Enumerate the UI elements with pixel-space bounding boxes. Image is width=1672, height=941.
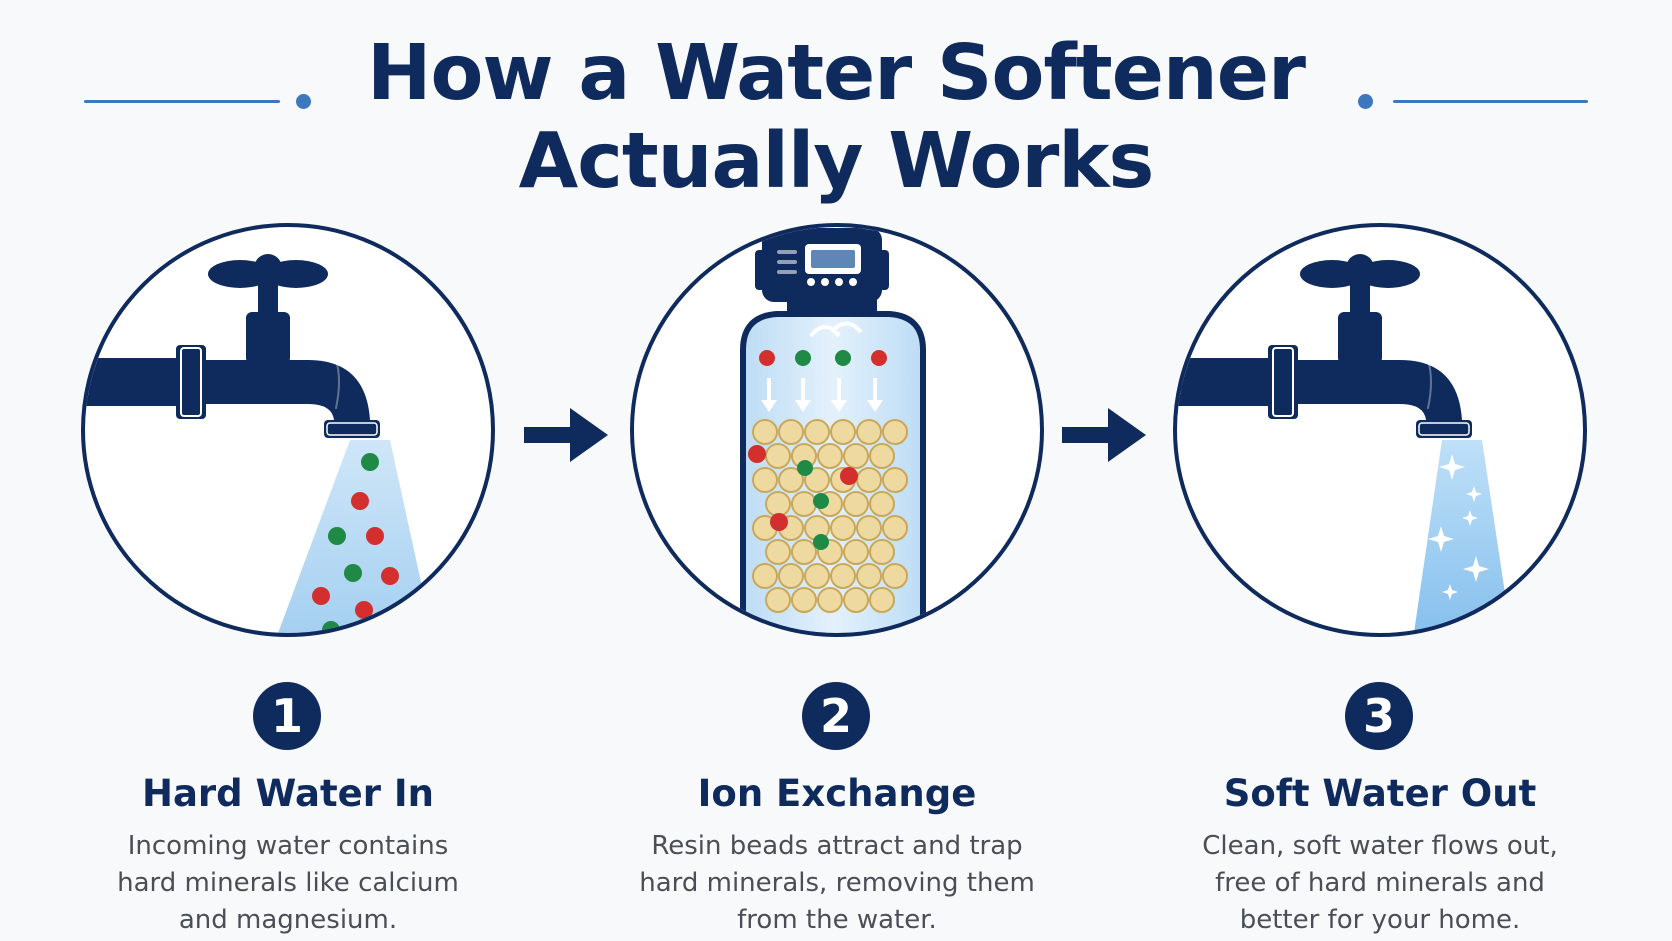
title-decoration-right-line: [1393, 100, 1588, 103]
step-number-badge: 3: [1345, 682, 1413, 750]
title-decoration-right-dot: [1358, 94, 1373, 109]
step-description-line: hard minerals, removing them: [639, 868, 1035, 898]
step-title: Hard Water In: [141, 772, 435, 815]
title-decoration-left-dot: [296, 94, 311, 109]
faucet-hard-water-icon: [81, 223, 495, 637]
step-description-line: and magnesium.: [178, 905, 398, 935]
step-description-line: free of hard minerals and: [1215, 868, 1545, 898]
step-title: Soft Water Out: [1223, 772, 1537, 815]
arrow-right-icon: [524, 408, 608, 462]
title-line-1: How a Water Softener: [367, 29, 1306, 118]
step-description-line: Incoming water contains: [127, 831, 449, 861]
step-number-badge: 2: [802, 682, 870, 750]
step-description: Incoming water contains hard minerals li…: [68, 828, 508, 939]
softener-tank-icon: [630, 223, 1044, 637]
step-description-line: Clean, soft water flows out,: [1202, 831, 1558, 861]
faucet-soft-water-icon: [1173, 223, 1587, 637]
page-title: How a Water Softener Actually Works: [0, 30, 1672, 206]
step-number-badge: 1: [253, 682, 321, 750]
title-line-2: Actually Works: [518, 117, 1155, 206]
step-description: Clean, soft water flows out, free of har…: [1160, 828, 1600, 939]
step-description: Resin beads attract and trap hard minera…: [617, 828, 1057, 939]
step-title: Ion Exchange: [697, 772, 977, 815]
step-description-line: hard minerals like calcium: [117, 868, 459, 898]
arrow-right-icon: [1062, 408, 1146, 462]
step-description-line: better for your home.: [1239, 905, 1521, 935]
title-decoration-left-line: [84, 100, 280, 103]
step-description-line: Resin beads attract and trap: [651, 831, 1023, 861]
step-description-line: from the water.: [737, 905, 937, 935]
